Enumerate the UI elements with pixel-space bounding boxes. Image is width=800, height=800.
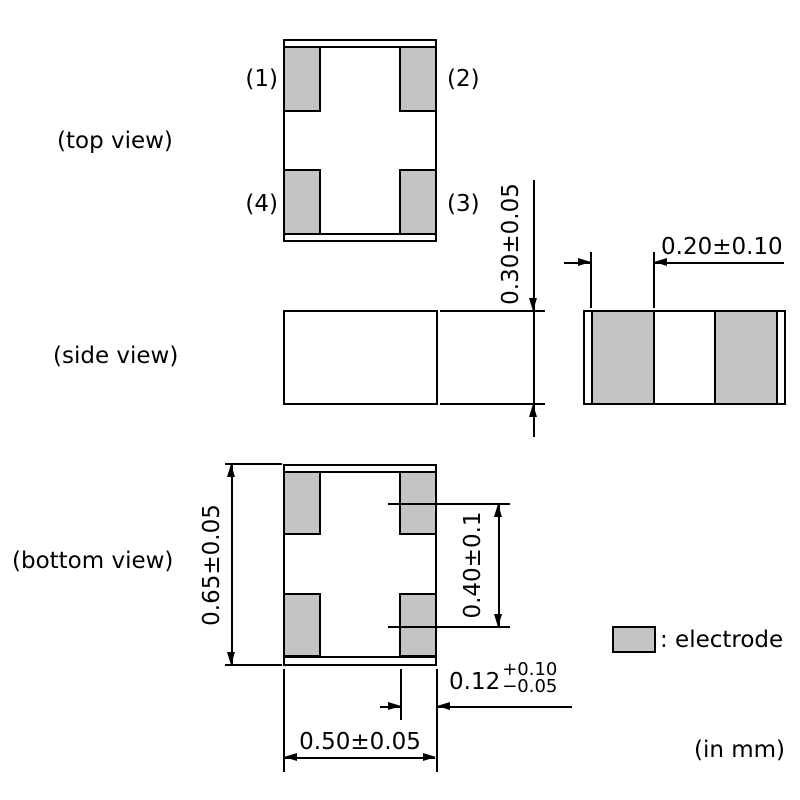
end-view-electrode-right <box>714 310 778 405</box>
bottom-electrode-pad-br <box>399 593 437 657</box>
extension-line <box>400 669 402 720</box>
electrode-pad-4 <box>283 169 321 235</box>
arrowhead-down <box>494 614 502 627</box>
bottom-view-upper-edge-line <box>285 471 435 473</box>
electrode-end-width-text: 0.20±0.10 <box>661 234 783 260</box>
arrowhead-right <box>423 753 436 761</box>
extension-line <box>225 463 282 465</box>
body-width-text: 0.50±0.05 <box>299 729 421 755</box>
electrode-legend-swatch <box>612 626 656 653</box>
thickness-dimension-text: 0.30±0.05 <box>498 183 524 305</box>
side-view-label: (side view) <box>53 343 179 369</box>
dimension-line <box>285 757 435 759</box>
arrowhead-right <box>578 258 591 266</box>
electrode-legend-label: : electrode <box>660 627 784 653</box>
body-length-text: 0.65±0.05 <box>199 504 225 626</box>
units-note: (in mm) <box>694 737 786 763</box>
arrowhead-left <box>437 702 450 710</box>
arrowhead-down <box>529 298 537 311</box>
bottom-electrode-pad-bl <box>283 593 321 657</box>
dimension-line <box>231 465 233 665</box>
pin-4-label: (4) <box>245 191 278 217</box>
extension-line <box>653 252 655 308</box>
dimension-line <box>564 262 591 264</box>
arrowhead-up <box>227 464 235 477</box>
extension-line <box>440 403 545 405</box>
arrowhead-up <box>494 504 502 517</box>
pad-width-lower-tolerance: −0.05 <box>502 676 558 697</box>
pin-1-label: (1) <box>245 66 278 92</box>
arrowhead-right <box>388 702 401 710</box>
extension-line <box>590 252 592 308</box>
top-view-label: (top view) <box>57 128 173 154</box>
pad-pitch-text: 0.40±0.1 <box>460 511 486 619</box>
electrode-pad-2 <box>399 46 437 112</box>
arrowhead-up <box>529 404 537 417</box>
extension-line <box>283 669 285 772</box>
extension-line <box>436 669 438 772</box>
extension-line <box>388 626 510 628</box>
pin-2-label: (2) <box>447 66 480 92</box>
dimension-line <box>437 706 572 708</box>
extension-line <box>440 310 545 312</box>
side-view-body-outline <box>283 310 438 405</box>
dimension-line <box>655 262 784 264</box>
bottom-view-lower-edge-line <box>285 656 435 658</box>
bottom-view-label: (bottom view) <box>12 548 174 574</box>
top-view-lower-edge-line <box>285 233 435 235</box>
top-view-upper-edge-line <box>285 46 435 48</box>
arrowhead-left <box>284 753 297 761</box>
bottom-electrode-pad-tl <box>283 471 321 535</box>
pad-width-value: 0.12 <box>449 669 501 695</box>
electrode-pad-1 <box>283 46 321 112</box>
extension-line <box>225 664 282 666</box>
arrowhead-down <box>227 652 235 665</box>
end-view-electrode-left <box>591 310 655 405</box>
pad-width-upper-tolerance: +0.10 <box>502 659 558 680</box>
dimension-line <box>498 504 500 626</box>
arrowhead-left <box>654 258 667 266</box>
pad-width-tolerance-stack: +0.10 −0.05 <box>502 659 558 697</box>
pin-3-label: (3) <box>447 191 480 217</box>
extension-line <box>388 503 510 505</box>
pad-width-text: 0.12 +0.10 −0.05 <box>449 659 558 697</box>
electrode-pad-3 <box>399 169 437 235</box>
